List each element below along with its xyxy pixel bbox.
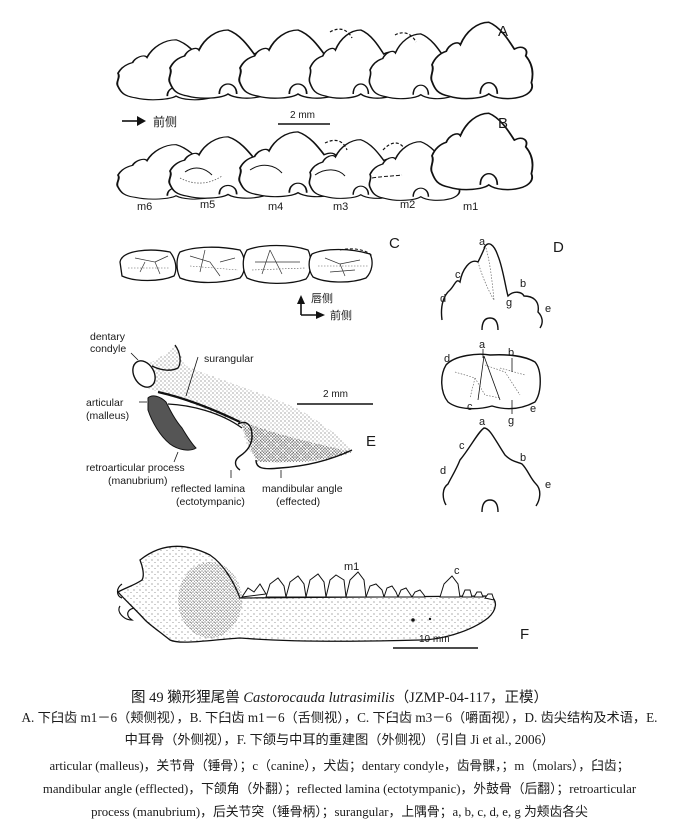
label-mandibular-angle-2: (effected) xyxy=(276,496,320,508)
cusp-label-a: a xyxy=(479,236,486,248)
panel-ab-annotations: 前侧 2 mm xyxy=(122,110,330,129)
cusp-label-g: g xyxy=(506,297,512,309)
lingual-cusp-label-a: a xyxy=(479,416,486,428)
panel-label-d: D xyxy=(553,239,564,256)
panel-label-f: F xyxy=(520,626,529,643)
label-reflected-lamina-2: (ectotympanic) xyxy=(176,496,245,508)
lingual-cusp-label-c: c xyxy=(459,440,465,452)
occlusal-cusp-label-c: c xyxy=(467,401,473,413)
panel-c-occlusal-view: C 唇侧 前侧 xyxy=(119,235,400,322)
panel-f-mandible-reconstruction: m1 c 10 mm F xyxy=(116,545,529,649)
caption-line-1: A. 下臼齿 m1－6（颊侧视），B. 下臼齿 m1－6（舌侧视），C. 下臼齿… xyxy=(21,710,658,725)
label-articular-2: (malleus) xyxy=(86,410,129,422)
anterior-direction-label-c: 前侧 xyxy=(330,308,352,322)
panel-label-e: E xyxy=(366,433,376,450)
panel-label-b: B xyxy=(498,115,508,132)
label-reflected-lamina: reflected lamina xyxy=(171,483,245,495)
cusp-label-d: d xyxy=(440,293,446,305)
panel-b-lingual-view: B xyxy=(116,112,534,202)
tooth-label-m2: m2 xyxy=(400,199,415,211)
label-dentary-condyle: dentary xyxy=(90,331,126,343)
figure-caption-title: 图 49 獭形狸尾兽 Castorocauda lutrasimilis（JZM… xyxy=(0,686,679,707)
scale-bar-ab-label: 2 mm xyxy=(290,110,315,121)
label-dentary-condyle-2: condyle xyxy=(90,343,126,355)
scale-bar-e-label: 2 mm xyxy=(323,389,348,400)
panel-label-c: C xyxy=(389,235,400,252)
label-mandibular-angle: mandibular angle xyxy=(262,483,343,495)
panel-label-a: A xyxy=(498,23,508,40)
label-retroarticular-2: (manubrium) xyxy=(108,475,168,487)
figure-illustration: A 前侧 2 mm B m6 m5 m4 m3 m2 m1 xyxy=(86,21,564,649)
caption-glossary-1: articular (malleus)，关节骨（锤骨）；c（canine），犬齿… xyxy=(49,759,630,773)
tooth-label-m3: m3 xyxy=(333,201,348,213)
caption-line-2: 中耳骨（外侧视），F. 下颌与中耳的重建图（外侧视）（引自 Ji et al.,… xyxy=(124,732,555,747)
label-retroarticular: retroarticular process xyxy=(86,462,185,474)
anterior-arrow-icon xyxy=(122,116,146,126)
caption-glossary-3: process (manubrium)，后关节突（锤骨柄）；surangular… xyxy=(91,805,588,819)
caption-glossary-2: mandibular angle (efflected)，下颌角（外翻）；ref… xyxy=(42,782,637,796)
label-m1: m1 xyxy=(344,561,359,573)
lingual-cusp-label-b: b xyxy=(520,452,526,464)
tooth-label-m4: m4 xyxy=(268,201,283,213)
labial-direction-label: 唇侧 xyxy=(311,292,333,305)
panel-e-middle-ear: 2 mm E dentary condyle surangular articu… xyxy=(86,331,376,508)
occlusal-cusp-label-a: a xyxy=(479,339,486,351)
tooth-label-m6: m6 xyxy=(137,201,152,213)
panel-a-buccal-view: A xyxy=(116,21,534,101)
label-surangular: surangular xyxy=(204,353,254,365)
occlusal-cusp-label-d: d xyxy=(444,353,450,365)
tooth-labels: m6 m5 m4 m3 m2 m1 xyxy=(137,199,478,213)
cusp-label-b: b xyxy=(520,278,526,290)
occlusal-cusp-label-b: b xyxy=(508,347,514,359)
label-articular: articular xyxy=(86,397,124,409)
cusp-label-c: c xyxy=(455,269,461,281)
occlusal-cusp-label-e: e xyxy=(530,403,536,415)
anterior-direction-label: 前侧 xyxy=(153,114,177,129)
scale-bar-f-label: 10 mm xyxy=(419,634,450,645)
caption-species-name: Castorocauda lutrasimilis xyxy=(243,690,395,706)
panel-d-cusp-terminology: D a b c d e g a b c d e g xyxy=(440,236,564,513)
tooth-label-m1: m1 xyxy=(463,201,478,213)
lingual-cusp-label-e: e xyxy=(545,479,551,491)
cusp-label-e: e xyxy=(545,303,551,315)
occlusal-cusp-label-g: g xyxy=(508,415,514,427)
tooth-label-m5: m5 xyxy=(200,199,215,211)
label-canine: c xyxy=(454,565,460,577)
caption-title-suffix: （JZMP-04-117，正模） xyxy=(394,690,549,706)
lingual-cusp-label-d: d xyxy=(440,465,446,477)
caption-title-prefix: 图 49 獭形狸尾兽 xyxy=(130,690,244,706)
orientation-arrows-icon xyxy=(297,295,325,319)
